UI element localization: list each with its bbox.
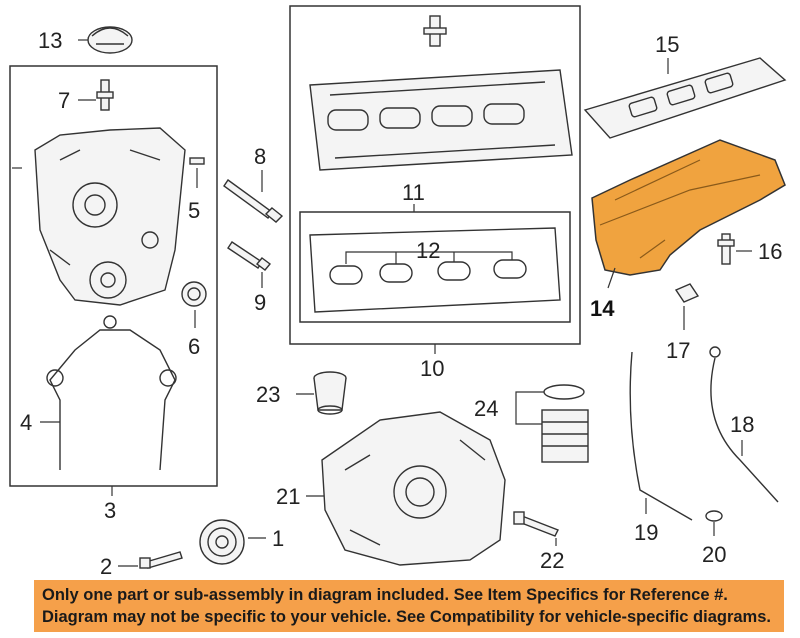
oil-pan-bolt bbox=[717, 233, 735, 265]
callout-2: 2 bbox=[100, 554, 112, 579]
callout-1: 1 bbox=[272, 526, 284, 551]
stud-bolt bbox=[96, 79, 114, 111]
callout-7: 7 bbox=[58, 88, 70, 113]
callout-9: 9 bbox=[254, 290, 266, 315]
oil-filter bbox=[313, 371, 347, 415]
callout-13: 13 bbox=[38, 28, 62, 53]
valve-cover-group-box bbox=[289, 5, 581, 345]
oil-filler-cap bbox=[87, 26, 133, 54]
disclaimer-banner: Only one part or sub-assembly in diagram… bbox=[34, 580, 784, 632]
callout-14: 14 bbox=[590, 296, 615, 321]
callout-5: 5 bbox=[188, 198, 200, 223]
dowel-pin bbox=[189, 157, 205, 165]
crankshaft-seal bbox=[181, 281, 207, 307]
dipstick-o-ring bbox=[705, 510, 723, 522]
callout-3: 3 bbox=[104, 498, 116, 523]
crankshaft-pulley bbox=[199, 519, 245, 565]
short-bolt bbox=[227, 241, 272, 271]
drain-plug bbox=[674, 283, 700, 303]
timing-cover bbox=[34, 127, 186, 306]
callout-16: 16 bbox=[758, 239, 782, 264]
cooler-bolt bbox=[513, 511, 559, 537]
disclaimer-line-1: Only one part or sub-assembly in diagram… bbox=[42, 586, 728, 604]
callout-21: 21 bbox=[276, 484, 300, 509]
oil-cooler bbox=[541, 384, 589, 463]
callout-11: 11 bbox=[402, 180, 425, 205]
callout-6: 6 bbox=[188, 334, 200, 359]
callout-4: 4 bbox=[20, 410, 32, 435]
windage-tray bbox=[583, 57, 787, 139]
callout-15: 15 bbox=[655, 32, 679, 57]
dipstick-tube bbox=[629, 351, 693, 521]
callout-12: 12 bbox=[416, 238, 440, 263]
oil-pan-highlighted bbox=[591, 139, 786, 276]
callout-17: 17 bbox=[666, 338, 690, 363]
disclaimer-line-2: Diagram may not be specific to your vehi… bbox=[42, 608, 771, 626]
long-bolt bbox=[223, 179, 284, 223]
valve-cover bbox=[309, 15, 573, 171]
pulley-bolt bbox=[139, 551, 183, 569]
dipstick bbox=[709, 346, 779, 503]
callout-10: 10 bbox=[420, 356, 444, 381]
timing-cover-gasket bbox=[46, 315, 177, 471]
valve-cover-gasket bbox=[309, 227, 561, 313]
callout-24: 24 bbox=[474, 396, 498, 421]
callout-8: 8 bbox=[254, 144, 266, 169]
callout-20: 20 bbox=[702, 542, 726, 567]
valve-cover-gasket-box bbox=[299, 211, 571, 323]
callout-23: 23 bbox=[256, 382, 280, 407]
oil-pump bbox=[321, 411, 506, 566]
callout-18: 18 bbox=[730, 412, 754, 437]
callout-19: 19 bbox=[634, 520, 658, 545]
timing-cover-group-box bbox=[9, 65, 218, 487]
callout-22: 22 bbox=[540, 548, 564, 573]
